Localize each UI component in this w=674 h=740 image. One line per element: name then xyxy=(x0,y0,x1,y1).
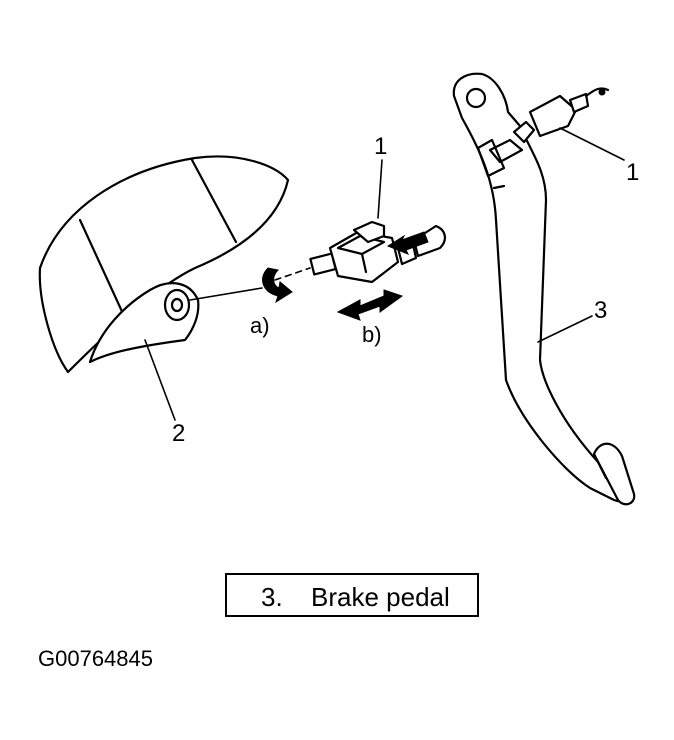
stop-lamp-switch-exploded xyxy=(309,220,446,284)
legend-text: Brake pedal xyxy=(311,582,450,612)
connector-arrow-icon xyxy=(386,231,429,255)
step-a-label: a) xyxy=(250,313,270,338)
callout-switch-right: 1 xyxy=(626,159,639,186)
slide-arrow-icon xyxy=(336,289,404,321)
pedal-leader-line xyxy=(537,315,593,343)
pedal-bracket-cover xyxy=(38,155,290,374)
pivot-hole xyxy=(465,87,487,109)
switch-top-leader-line xyxy=(377,159,383,219)
legend-number: 3. xyxy=(261,582,283,612)
stop-lamp-switch-installed xyxy=(512,87,610,144)
callout-pedal: 3 xyxy=(594,297,607,324)
callout-switch-top: 1 xyxy=(374,133,387,160)
alignment-line xyxy=(189,287,263,301)
legend-box: 3. Brake pedal xyxy=(225,573,479,617)
bracket-leader-line xyxy=(144,339,176,421)
callout-bracket: 2 xyxy=(172,420,185,447)
switch-mounting-hole xyxy=(163,288,191,322)
image-code: G00764845 xyxy=(38,646,153,671)
step-b-label: b) xyxy=(362,322,382,347)
brake-pedal-arm xyxy=(452,72,636,506)
rotate-arrow-icon xyxy=(262,267,293,304)
switch-right-leader-line xyxy=(559,127,625,161)
